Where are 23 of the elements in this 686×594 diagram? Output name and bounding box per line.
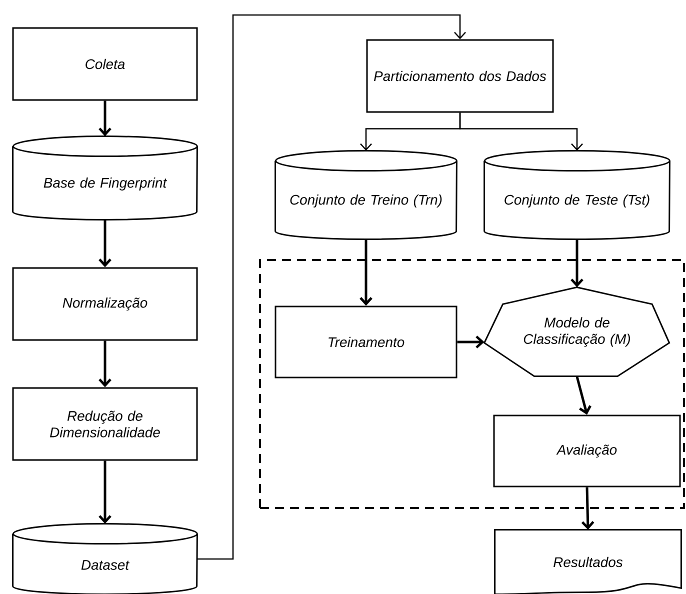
process-box: Normalização [12,267,198,341]
process-box: Avaliação [493,414,681,488]
arrow [459,112,583,151]
process-box: Particionamento dos Dados [366,39,554,113]
database-cylinder: Base de Fingerprint [12,136,198,220]
process-box: Redução de Dimensionalidade [12,387,198,461]
database-cylinder: Conjunto de Teste (Tst) [484,150,670,240]
arrow [98,340,112,388]
dashed-region [259,259,685,509]
arrow [360,239,372,306]
process-box: Treinamento [274,306,458,378]
database-cylinder: Dataset [12,523,198,594]
arrow [98,220,112,268]
model-heptagon: Modelo de Classificação (M) [483,286,670,378]
arrow [570,239,584,288]
arrow [581,487,594,530]
arrow [197,14,466,560]
arrow [576,376,592,415]
arrow [98,100,112,136]
process-box: Coleta [12,27,198,101]
arrow [98,460,112,524]
arrow [457,336,484,348]
database-cylinder: Conjunto de Treino (Trn) [274,150,458,240]
